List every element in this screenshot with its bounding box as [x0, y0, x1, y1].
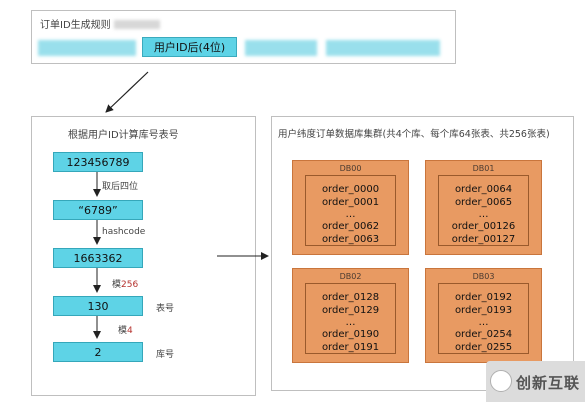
- label-table-number: 表号: [156, 304, 175, 314]
- step-hashcode: 1663362: [53, 248, 143, 268]
- db-03: DB03 order_0192 order_0193 … order_0254 …: [425, 268, 542, 363]
- label-hashcode: hashcode: [102, 227, 146, 237]
- step-user-id: 123456789: [53, 152, 143, 172]
- db-01-table-list: order_0064 order_0065 … order_00126 orde…: [438, 175, 529, 246]
- db-00: DB00 order_0000 order_0001 … order_0062 …: [292, 160, 409, 255]
- table-item: order_0254: [454, 329, 513, 340]
- db-cluster-title: 用户纬度订单数据库集群(共4个库、每个库64张表、共256张表): [278, 129, 550, 140]
- table-item: order_0000: [321, 184, 380, 195]
- label-mod-4: 模4: [118, 323, 133, 336]
- label-take-last-four: 取后四位: [102, 182, 139, 192]
- db-cluster-panel: 用户纬度订单数据库集群(共4个库、每个库64张表、共256张表) DB00 or…: [271, 116, 574, 391]
- logo-text: 创新互联: [516, 374, 581, 392]
- db-01-name: DB01: [472, 164, 495, 173]
- compute-panel-title: 根据用户ID计算库号表号: [68, 130, 179, 141]
- arrow-rule-to-compute: [105, 71, 149, 113]
- db-00-table-list: order_0000 order_0001 … order_0062 order…: [305, 175, 396, 246]
- table-item: order_00127: [451, 234, 516, 245]
- table-item: order_0065: [454, 197, 513, 208]
- table-item: order_0191: [321, 342, 380, 353]
- db-02-table-list: order_0128 order_0129 … order_0190 order…: [305, 283, 396, 354]
- mod-4-prefix: 模: [118, 326, 128, 336]
- table-item: order_0129: [321, 305, 380, 316]
- step-db-number: 2: [53, 342, 143, 362]
- blurred-title-suffix: [114, 20, 160, 29]
- compute-panel: 根据用户ID计算库号表号 123456789 取后四位 “6789” hashc…: [31, 116, 256, 396]
- blurred-segment-1: [38, 40, 136, 56]
- table-item: order_00126: [451, 221, 516, 232]
- step-last-four: “6789”: [53, 200, 143, 220]
- db-03-table-list: order_0192 order_0193 … order_0254 order…: [438, 283, 529, 354]
- table-item: order_0192: [454, 292, 513, 303]
- label-mod-256: 模256: [112, 277, 138, 290]
- table-item: order_0190: [321, 329, 380, 340]
- db-03-name: DB03: [472, 272, 495, 281]
- db-02: DB02 order_0128 order_0129 … order_0190 …: [292, 268, 409, 363]
- db-00-name: DB00: [339, 164, 362, 173]
- table-item: order_0255: [454, 342, 513, 353]
- mod-256-number: 256: [121, 280, 139, 290]
- table-item: order_0064: [454, 184, 513, 195]
- order-id-rule-title: 订单ID生成规则: [40, 20, 111, 31]
- table-item: order_0001: [321, 197, 380, 208]
- label-db-number: 库号: [156, 350, 175, 360]
- table-item: order_0063: [321, 234, 380, 245]
- blurred-segment-3: [326, 40, 440, 56]
- table-item: …: [478, 209, 489, 220]
- table-item: …: [345, 317, 356, 328]
- table-item: order_0128: [321, 292, 380, 303]
- mod-256-prefix: 模: [112, 280, 122, 290]
- blurred-segment-2: [245, 40, 317, 56]
- logo-mark-icon: [490, 370, 512, 392]
- order-id-rule-panel: 订单ID生成规则 用户ID后(4位): [31, 10, 456, 64]
- db-02-name: DB02: [339, 272, 362, 281]
- table-item: order_0193: [454, 305, 513, 316]
- watermark-logo: 创新互联: [486, 361, 585, 402]
- table-item: …: [345, 209, 356, 220]
- step-table-number: 130: [53, 296, 143, 316]
- user-id-suffix-segment: 用户ID后(4位): [142, 37, 237, 57]
- mod-4-number: 4: [127, 326, 133, 336]
- table-item: order_0062: [321, 221, 380, 232]
- db-01: DB01 order_0064 order_0065 … order_00126…: [425, 160, 542, 255]
- table-item: …: [478, 317, 489, 328]
